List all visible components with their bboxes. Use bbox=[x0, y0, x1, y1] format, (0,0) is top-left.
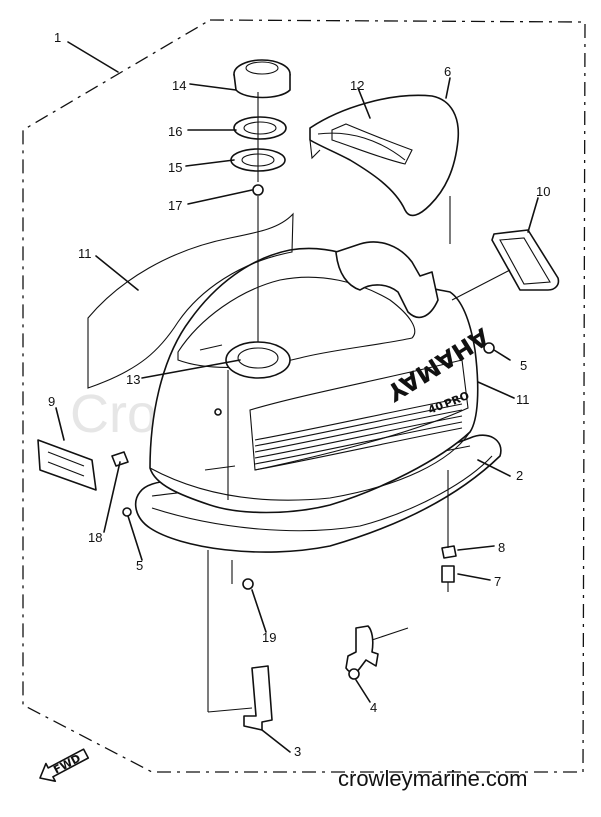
forward-direction-arrow: FWD bbox=[39, 748, 90, 782]
cowling-skirt-edge bbox=[149, 431, 471, 501]
callout-2: 2 bbox=[516, 468, 523, 483]
callout-14: 14 bbox=[172, 78, 186, 93]
fwd-label: FWD bbox=[51, 752, 83, 777]
callout-1: 1 bbox=[54, 30, 61, 45]
part-3-hook-bracket bbox=[243, 665, 273, 731]
part-14-cap-grip bbox=[245, 61, 279, 75]
part-10-badge bbox=[491, 229, 560, 291]
callout-15: 15 bbox=[168, 160, 182, 175]
callout-8: 8 bbox=[498, 540, 505, 555]
part-10-badge-inner bbox=[499, 237, 551, 285]
callout-3: 3 bbox=[294, 744, 301, 759]
part-14-cap-body bbox=[233, 73, 291, 99]
part-6-rear-cover-edge bbox=[309, 132, 406, 161]
callout-17: 17 bbox=[168, 198, 182, 213]
callout-10: 10 bbox=[536, 184, 550, 199]
cowling-side-panel bbox=[249, 359, 469, 471]
intake-grille bbox=[254, 397, 463, 471]
top-cowling-body bbox=[149, 247, 479, 514]
part-8-washer bbox=[441, 545, 457, 559]
part-4-latch-bracket bbox=[345, 625, 379, 674]
guide-lines bbox=[207, 196, 511, 713]
part-17-fitting bbox=[252, 184, 264, 196]
part-6-rear-cover bbox=[309, 94, 460, 217]
callout-18: 18 bbox=[88, 530, 102, 545]
callout-4: 4 bbox=[370, 700, 377, 715]
callout-11-lower: 11 bbox=[516, 392, 530, 407]
callout-labels: 1 14 6 12 16 15 17 10 11 5 13 11 9 2 18 … bbox=[48, 30, 550, 759]
part-16-gasket bbox=[233, 116, 287, 140]
model-number: 40 bbox=[426, 399, 445, 417]
callout-12: 12 bbox=[350, 78, 364, 93]
fwd-arrow-icon bbox=[39, 748, 90, 782]
part-5-screw-lower bbox=[122, 507, 132, 517]
callout-6: 6 bbox=[444, 64, 451, 79]
callout-16: 16 bbox=[168, 124, 182, 139]
cowling-vent-slot bbox=[199, 344, 223, 351]
callout-13: 13 bbox=[126, 372, 140, 387]
part-13-filler-socket-inner bbox=[237, 347, 279, 369]
site-url: crowleymarine.com bbox=[338, 766, 528, 791]
part-18-grommet bbox=[111, 451, 129, 467]
leader-lines bbox=[55, 41, 539, 753]
callout-19: 19 bbox=[262, 630, 276, 645]
part-16-gasket-hole bbox=[243, 121, 277, 135]
callout-5-upper: 5 bbox=[520, 358, 527, 373]
part-7-bolt bbox=[441, 565, 455, 583]
part-11-top-decal bbox=[87, 212, 294, 389]
part-4-latch-knob bbox=[348, 668, 360, 680]
part-9-label-text bbox=[47, 451, 85, 477]
part-9-label bbox=[37, 439, 97, 491]
callout-5-lower: 5 bbox=[136, 558, 143, 573]
part-19-washer bbox=[242, 578, 254, 590]
callout-7: 7 bbox=[494, 574, 501, 589]
cowling-front-line bbox=[204, 370, 236, 500]
part-12-rear-decal bbox=[331, 123, 413, 165]
cowling-rear-handle bbox=[335, 241, 439, 319]
callout-9: 9 bbox=[48, 394, 55, 409]
callout-11-upper: 11 bbox=[78, 246, 92, 261]
cowling-screw-hole bbox=[214, 408, 222, 416]
part-5-screw-upper bbox=[483, 342, 495, 354]
